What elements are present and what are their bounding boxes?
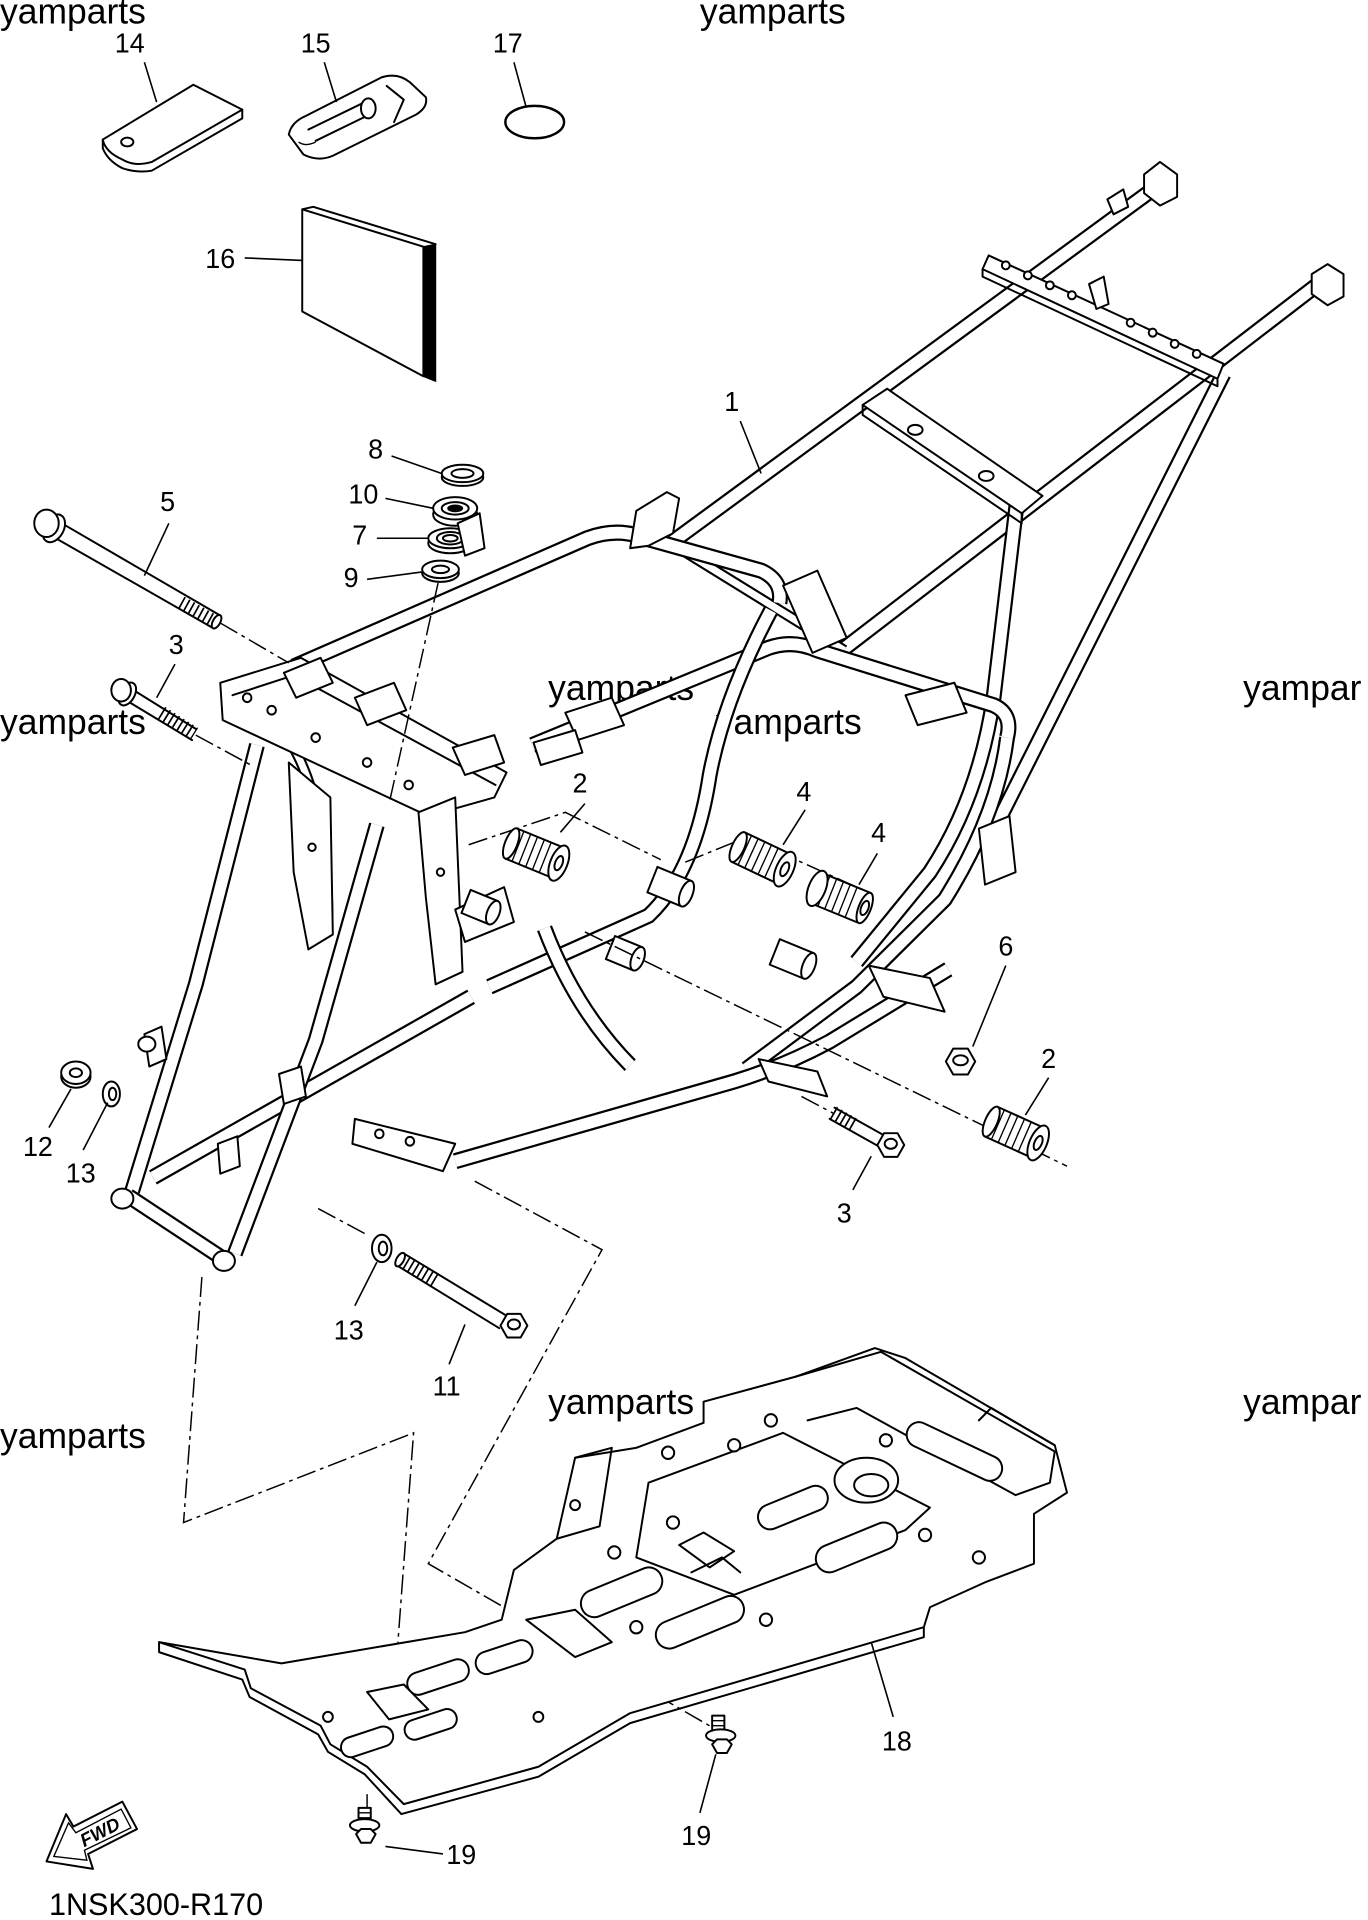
frame-bracket [278,1065,307,1105]
callout-19: 19 [681,1820,711,1851]
callout-6: 6 [998,930,1013,961]
callout-8: 8 [368,433,383,464]
callout-11: 11 [433,1370,461,1401]
frame-collar [768,938,818,980]
part-17-o-ring [504,104,566,140]
part-9-washer [421,559,460,583]
part-14-plate [101,83,244,173]
callout-18: 18 [882,1725,912,1756]
front-head-plate [219,656,508,818]
frame-bracket [782,569,848,654]
frame-bracket [904,681,968,727]
frame-collar [646,865,695,908]
watermark: yampar [1243,668,1361,708]
middle-crossmember [861,387,1044,525]
part-2-bushing [501,827,571,882]
frame-tube [671,187,1157,543]
part-3-bolt-right [828,1106,906,1158]
part-10-seal [432,496,479,527]
part-3-bolt-left [110,678,199,742]
part-15-tool-bag [287,74,428,160]
watermark: yamparts [0,1415,146,1455]
part-13-washer [370,1233,393,1264]
part-12-washer [60,1060,92,1089]
part-8-washer [440,463,485,487]
frame-tube [294,533,780,667]
part-4-bushing [728,831,797,888]
part-18-skid-plate [158,1347,1068,1816]
callout-12: 12 [23,1131,53,1162]
part-5-bolt [33,508,223,630]
callout-15: 15 [301,27,331,58]
rear-rail-bracket [1143,160,1179,207]
callout-5: 5 [160,486,175,517]
callout-1: 1 [724,386,739,417]
callout-labels: 14 15 17 16 1 8 10 7 9 5 3 2 4 4 6 2 12 … [23,27,1056,1870]
frame-bracket [216,1135,241,1175]
frame-collar [137,1035,157,1053]
front-gusset [417,796,464,986]
frame-collar [604,934,646,972]
frame-bracket [977,815,1017,886]
callout-3: 3 [837,1197,852,1228]
part-16-manual [301,205,437,383]
watermark: yamparts [548,1382,694,1422]
front-gusset [287,761,334,951]
frame-part-1 [110,160,1345,1272]
frame-tube [857,492,1019,962]
leader-lines [48,62,1050,1855]
part-6-nut [944,1047,977,1076]
frame-bracket [757,1058,829,1098]
part-13-washer [101,1080,121,1108]
frame-tube [455,969,948,1161]
callout-4: 4 [796,776,811,807]
part-19-bolt-right [705,1714,737,1755]
frame-bracket [867,964,946,1013]
diagram-code: 1NSK300-R170 [49,1887,263,1920]
callout-2: 2 [1041,1043,1056,1074]
frame-tube [842,282,1322,651]
frame-bracket [351,1117,457,1173]
watermark: yamparts [716,702,862,742]
callout-2: 2 [573,767,588,798]
callout-14: 14 [115,27,145,58]
rear-rail-bracket [1310,263,1345,307]
frame-tube [128,1196,226,1261]
callout-17: 17 [493,27,523,58]
watermark: yamparts [0,702,146,742]
watermark: yamparts [0,0,146,32]
callout-13: 13 [66,1157,96,1188]
callout-10: 10 [348,478,378,509]
part-4-bushing [805,869,874,925]
rear-crossmember [981,254,1225,388]
callout-4: 4 [871,817,886,848]
part-19-bolt-left [348,1806,381,1844]
seat-bracket [629,491,681,550]
callout-9: 9 [344,562,359,593]
callout-19: 19 [446,1839,476,1870]
part-11-bolt [394,1251,529,1339]
watermark: yampar [1243,1382,1361,1422]
callout-7: 7 [352,519,367,550]
frame-bracket [456,512,486,557]
frame-bracket [532,729,584,767]
frame-collar [460,888,502,926]
callout-13: 13 [334,1314,364,1345]
watermark: yamparts [700,0,846,32]
part-2-bushing [981,1105,1050,1162]
callout-3: 3 [169,629,184,660]
forward-arrow-icon: FWD [45,1800,139,1870]
callout-16: 16 [205,243,235,274]
